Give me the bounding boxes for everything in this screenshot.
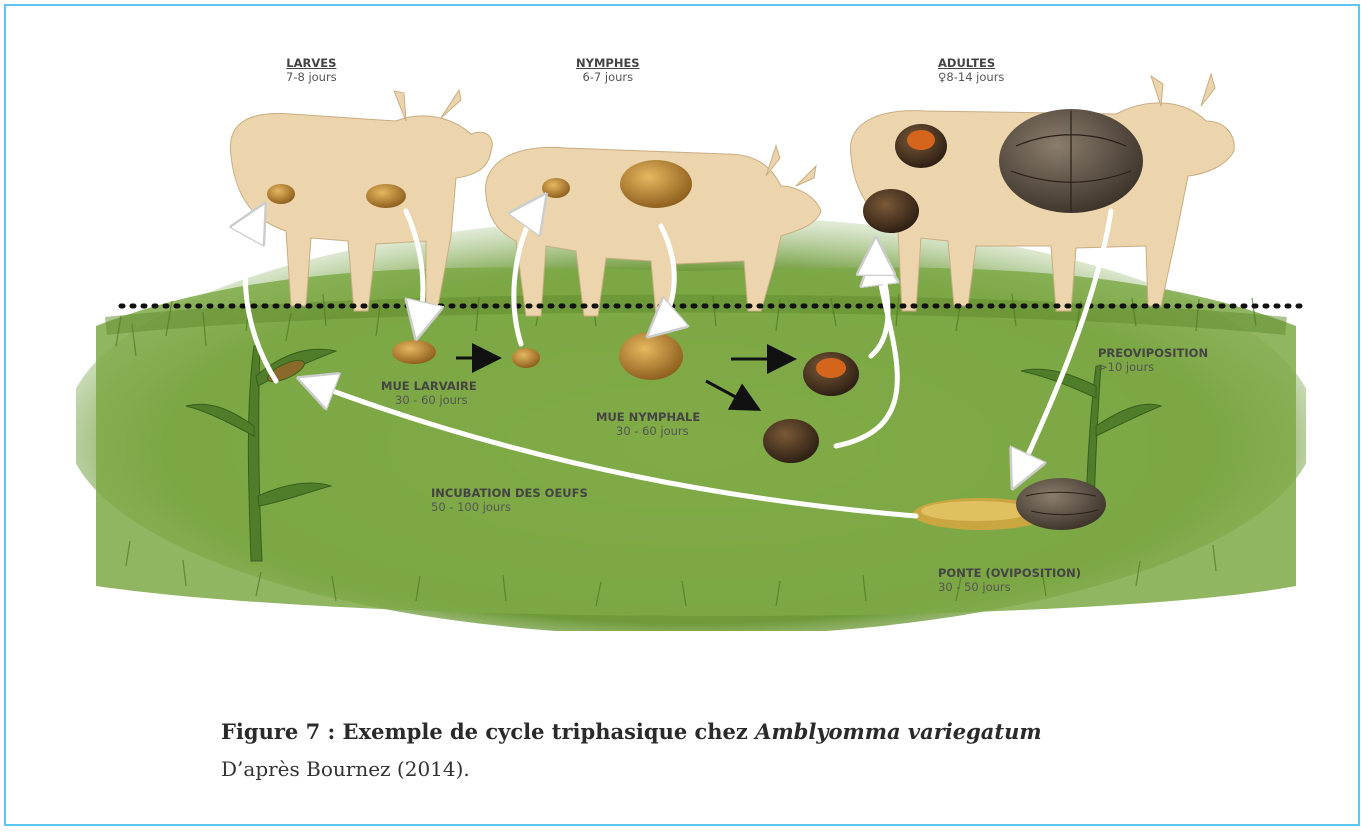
stage-larves-duration: 7-8 jours	[286, 70, 337, 84]
life-cycle-drawing	[76, 26, 1306, 631]
phase-ponte-title: PONTE (OVIPOSITION)	[938, 566, 1081, 580]
phase-mue-larvaire-title: MUE LARVAIRE	[381, 379, 477, 393]
nymph-tick-on-cow-2	[620, 160, 692, 208]
figure-frame: LARVES 7-8 jours NYMPHES 6-7 jours ADULT…	[4, 4, 1360, 826]
adult-tick-on-cow-orange	[895, 124, 947, 168]
larva-tick-ground	[392, 340, 436, 364]
figure-caption: Figure 7 : Exemple de cycle triphasique …	[221, 719, 1042, 744]
stage-nymphes-duration: 6-7 jours	[576, 70, 640, 84]
adult-tick-ground-dark	[763, 419, 819, 463]
stage-adultes-label: ADULTES ♀8-14 jours	[938, 56, 1004, 84]
phase-mue-nymphale-duration: 30 - 60 jours	[596, 424, 700, 438]
laying-female-tick	[1016, 478, 1106, 530]
caption-prefix: Figure 7 : Exemple de cycle triphasique …	[221, 719, 755, 744]
phase-preoviposition-title: PREOVIPOSITION	[1098, 346, 1208, 360]
nymph-tick-ground-large	[619, 332, 683, 380]
phase-mue-larvaire-duration: 30 - 60 jours	[381, 393, 477, 407]
phase-mue-larvaire-label: MUE LARVAIRE 30 - 60 jours	[381, 379, 477, 407]
adult-tick-ground-orange	[803, 352, 859, 396]
stage-adultes-title: ADULTES	[938, 56, 1004, 70]
tick-life-cycle-illustration: LARVES 7-8 jours NYMPHES 6-7 jours ADULT…	[76, 26, 1306, 631]
phase-preoviposition-label: PREOVIPOSITION >10 jours	[1098, 346, 1208, 374]
engorged-female-on-cow	[999, 109, 1143, 213]
caption-species: Amblyomma variegatum	[755, 719, 1041, 744]
nymph-tick-ground-small	[512, 348, 540, 368]
phase-incubation-duration: 50 - 100 jours	[431, 500, 588, 514]
nymph-tick-on-cow-1	[542, 178, 570, 198]
stage-adultes-duration: ♀8-14 jours	[938, 70, 1004, 84]
phase-mue-nymphale-label: MUE NYMPHALE 30 - 60 jours	[596, 410, 700, 438]
adult-tick-on-cow-dark	[863, 189, 919, 233]
phase-mue-nymphale-title: MUE NYMPHALE	[596, 410, 700, 424]
stage-larves-label: LARVES 7-8 jours	[286, 56, 337, 84]
figure-source: D’après Bournez (2014).	[221, 757, 470, 781]
larva-tick-on-cow-2	[366, 184, 406, 208]
stage-nymphes-label: NYMPHES 6-7 jours	[576, 56, 640, 84]
phase-incubation-label: INCUBATION DES OEUFS 50 - 100 jours	[431, 486, 588, 514]
phase-ponte-duration: 30 - 50 jours	[938, 580, 1081, 594]
phase-ponte-label: PONTE (OVIPOSITION) 30 - 50 jours	[938, 566, 1081, 594]
phase-incubation-title: INCUBATION DES OEUFS	[431, 486, 588, 500]
stage-nymphes-title: NYMPHES	[576, 56, 640, 70]
stage-larves-title: LARVES	[286, 56, 337, 70]
larva-tick-on-cow-1	[267, 184, 295, 204]
phase-preoviposition-duration: >10 jours	[1098, 360, 1208, 374]
